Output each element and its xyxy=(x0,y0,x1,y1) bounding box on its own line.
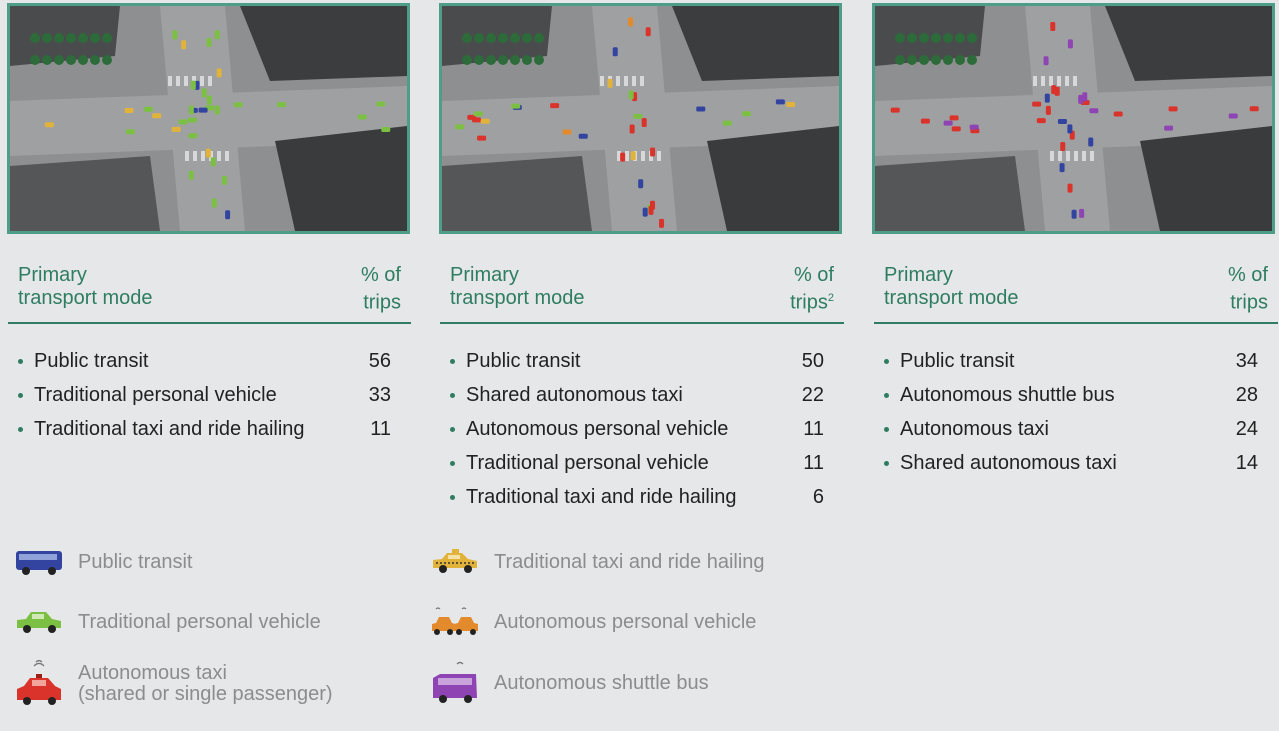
scene-svg xyxy=(10,6,407,231)
legend-label: Autonomous shuttle bus xyxy=(494,671,709,694)
bullet-icon xyxy=(884,359,889,364)
bullet-icon xyxy=(18,393,23,398)
legend-public-transit: Public transit xyxy=(14,546,193,578)
legend-traditional-personal-vehicle: Traditional personal vehicle xyxy=(14,606,321,638)
bullet-icon xyxy=(884,393,889,398)
header-mode: Primary transport mode xyxy=(884,264,1019,309)
header-percent: % of trips xyxy=(1227,264,1268,314)
header-mode: Primary transport mode xyxy=(450,264,585,309)
legend-label: Public transit xyxy=(78,550,193,573)
legend-autonomous-taxi: Autonomous taxi (shared or single passen… xyxy=(14,658,333,710)
legend-label: Autonomous personal vehicle xyxy=(494,610,757,633)
scene-transition xyxy=(439,3,842,234)
bullet-icon xyxy=(884,461,889,466)
car-icon xyxy=(17,612,61,633)
header-mode: Primary transport mode xyxy=(18,264,153,309)
table-header: Primary transport mode % of trips2 xyxy=(440,262,844,324)
trip-table-future: Primary transport mode % of trips Public… xyxy=(874,262,1278,480)
header-percent: % of trips2 xyxy=(790,264,834,314)
bus-icon xyxy=(16,551,62,575)
legend-label: Traditional taxi and ride hailing xyxy=(494,550,765,573)
autonomous-car-icon xyxy=(432,607,478,635)
scene-svg xyxy=(442,6,839,231)
header-percent: % of trips xyxy=(360,264,401,314)
table-header: Primary transport mode % of trips xyxy=(8,262,411,324)
scene-svg xyxy=(875,6,1272,231)
trip-table-today: Primary transport mode % of trips Public… xyxy=(8,262,411,446)
shuttle-bus-icon xyxy=(433,661,477,703)
table-header: Primary transport mode % of trips xyxy=(874,262,1278,324)
autonomous-taxi-icon xyxy=(17,659,61,705)
legend-autonomous-shuttle-bus: Autonomous shuttle bus xyxy=(430,660,709,706)
bullet-icon xyxy=(450,427,455,432)
legend-label: Traditional personal vehicle xyxy=(78,610,321,633)
trip-table-transition: Primary transport mode % of trips2 Publi… xyxy=(440,262,844,514)
legend-autonomous-personal-vehicle: Autonomous personal vehicle xyxy=(430,606,756,638)
legend-label: Autonomous taxi (shared or single passen… xyxy=(78,662,333,705)
bullet-icon xyxy=(450,495,455,500)
bullet-icon xyxy=(18,359,23,364)
bullet-icon xyxy=(884,427,889,432)
scene-today xyxy=(7,3,410,234)
taxi-icon xyxy=(433,549,477,573)
bullet-icon xyxy=(18,427,23,432)
footnote-marker: 2 xyxy=(827,292,834,304)
scene-future xyxy=(872,3,1275,234)
bullet-icon xyxy=(450,359,455,364)
bullet-icon xyxy=(450,461,455,466)
bullet-icon xyxy=(450,393,455,398)
legend-traditional-taxi: Traditional taxi and ride hailing xyxy=(430,546,765,578)
